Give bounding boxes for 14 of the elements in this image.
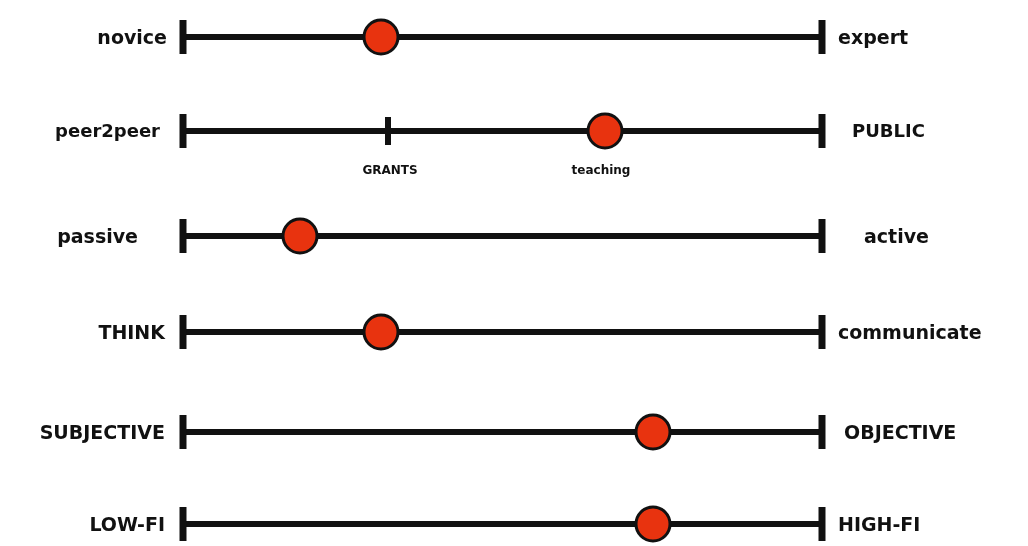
scale-end-label: novice xyxy=(97,27,167,47)
scale-end-label: OBJECTIVE xyxy=(844,422,957,442)
scale-end-label: SUBJECTIVE xyxy=(39,422,165,442)
tick-label: teaching xyxy=(571,164,631,176)
scale-end-label: active xyxy=(864,226,929,246)
scale-end-label: peer2peer xyxy=(55,122,160,140)
tick-label: GRANTS xyxy=(362,164,418,176)
scale-end-label: communicate xyxy=(838,322,982,342)
scale-end-label: passive xyxy=(57,226,138,246)
scale-end-label: HIGH-FI xyxy=(838,514,921,534)
scale-end-label: PUBLIC xyxy=(852,122,925,140)
scale-end-label: expert xyxy=(838,27,909,47)
scale-end-label: LOW-FI xyxy=(89,514,165,534)
scale-end-label: THINK xyxy=(98,322,165,342)
